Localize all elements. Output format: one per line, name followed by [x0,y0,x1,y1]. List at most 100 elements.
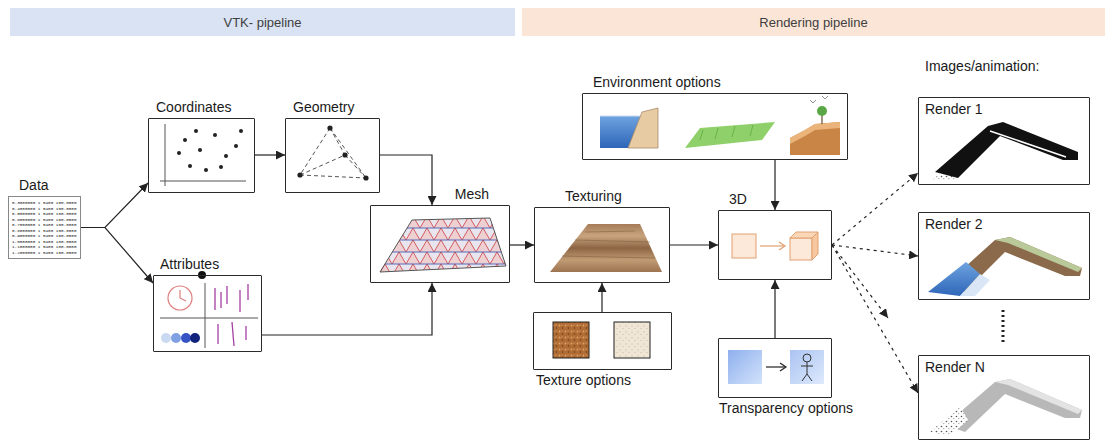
node-heading: Environment options [593,74,721,91]
render-image [990,131,1066,157]
environment-images [790,122,840,155]
environment-images [628,108,658,148]
render-box: Render N [918,355,1090,440]
option-box: Texture options [533,312,672,370]
option-box: Transparency options [718,338,832,398]
attribute-icons [171,333,181,343]
stage-box: Texturing [534,207,670,283]
scatter-plot [239,129,243,133]
mesh-surface [380,218,506,272]
triangle-geometry [297,125,368,180]
attribute-icons [247,284,248,300]
textured-surface [562,256,655,258]
render-box: Render 1 [918,97,1090,185]
node-heading: 3D [729,191,747,208]
scatter-plot [177,151,181,155]
render-image [995,379,1082,414]
node-heading: Coordinates [156,99,232,116]
texture-swatches [553,322,589,358]
render-box: Render 2 [918,212,1090,300]
mesh-surface [380,218,506,272]
cube-icon [790,238,812,260]
attribute-icons [205,283,206,348]
textured-surface [562,231,655,258]
node-heading: Geometry [293,99,354,116]
attribute-icons [160,318,258,319]
table-row: 1.0000000 1 5400 100.0000 [12,239,76,245]
transparency-icon [790,350,824,384]
scatter-plot [213,133,217,137]
table-row: 0.3000000 1 5400 100.0000 [12,200,76,206]
cube-icon [732,234,756,258]
stage-box: Coordinates [148,118,255,193]
table-row: 0.4000000 1 5400 100.0000 [12,206,76,212]
attribute-icons [226,286,227,304]
free-arrow [832,245,888,318]
render-image [932,122,1078,180]
data-table: Data0.3000000 1 5400 100.00000.4000000 1… [8,196,81,259]
scatter-plot [204,168,208,172]
render-image [945,379,1082,432]
attribute-icons [190,333,200,343]
flow-arrow [670,244,718,245]
stage-box: 3D [718,210,832,280]
render-title: Render 1 [919,98,989,121]
environment-images [715,128,718,139]
table-row: 0.7000000 1 5400 100.0000 [12,222,76,228]
option-box: Environment options [582,93,848,160]
flow-arrow [510,244,534,245]
environment-images [685,122,775,148]
environment-images [817,106,827,116]
render-image [995,237,1082,272]
free-arrow [832,245,888,318]
flow-arrow [81,228,153,284]
triangle-geometry [297,172,302,177]
environment-images [700,125,753,140]
scatter-plot [160,181,246,182]
render-title: Render N [919,356,991,379]
scatter-plot [234,144,238,148]
transparency-icon [766,366,785,367]
texture-swatches [614,322,650,358]
band-title: Rendering pipeline [759,15,867,30]
flow-arrow [262,283,432,335]
flow-arrow [81,183,148,228]
textured-surface [575,240,650,242]
table-row: 1.1000000 1 5400 100.0000 [12,244,76,250]
triangle-geometry [342,152,347,157]
scatter-plot [188,164,192,168]
triangle-geometry [300,128,366,178]
environment-images [600,116,640,117]
render-image [930,379,1082,436]
flow-arrow [774,280,775,338]
triangle-geometry [300,175,366,178]
attribute-icons [217,324,218,344]
texture-swatches [553,322,650,358]
triangle-geometry [330,128,366,178]
stage-box: Attributes [153,275,262,352]
render-image [935,122,1078,178]
scatter-plot [183,138,187,142]
table-row: 0.6000000 1 5400 100.0000 [12,217,76,223]
attribute-icons [215,284,248,346]
scatter-plot [177,129,243,172]
scatter-plot [194,129,198,133]
attribute-icons [239,290,240,312]
flow-arrow [255,154,285,155]
environment-images [790,122,840,144]
transparency-icon [728,350,824,384]
triangle-geometry [297,125,368,180]
attribute-icons [179,290,180,298]
cube-icon [779,242,785,250]
environment-images [732,126,735,137]
attribute-icons [220,292,221,308]
render-image [928,237,1082,296]
attribute-icons [160,271,258,348]
flow-arrow [774,160,775,210]
triangle-geometry [345,155,366,178]
attribute-icons [180,298,186,301]
attribute-icons [161,333,171,343]
triangle-geometry [363,175,368,180]
transparency-icon [780,363,786,371]
triangle-geometry [300,155,345,175]
